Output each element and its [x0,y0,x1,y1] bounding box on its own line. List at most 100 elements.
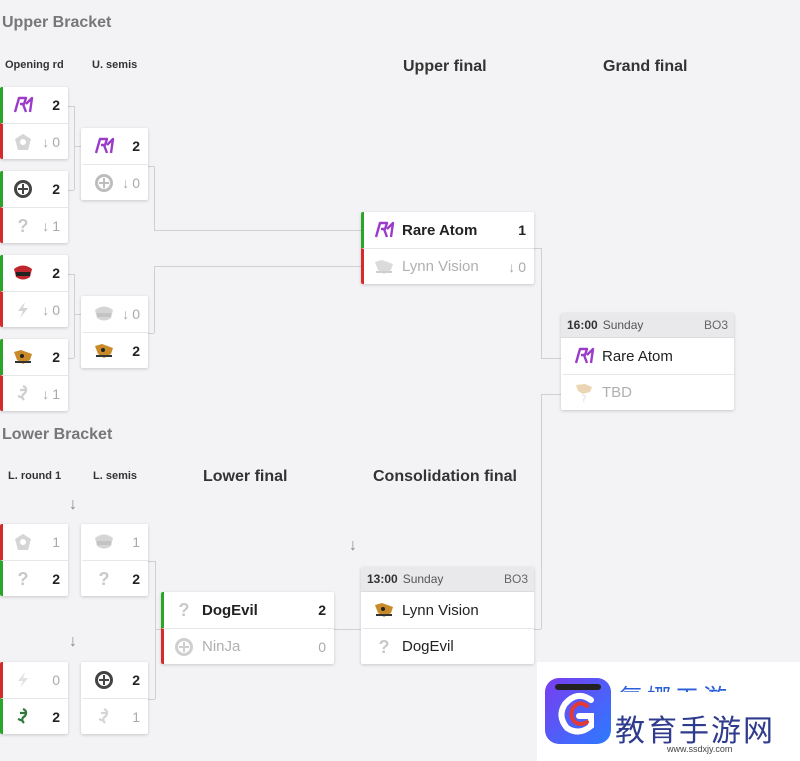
tyloo-logo-icon [92,531,116,553]
ninja-logo-icon [11,178,35,200]
team-score: ↓0 [42,133,60,150]
team-row[interactable]: ? DogEvil [361,628,534,664]
team-name: Lynn Vision [402,258,479,275]
team-score: 1 [52,534,60,550]
team-row[interactable]: ↓0 [81,164,148,200]
watermark-url: www.ssdxjy.com [667,744,733,754]
match-card-upper-semi-1[interactable]: 2 ↓0 [81,128,148,200]
match-time: 16:00 [567,318,598,332]
team-row[interactable]: 1 [81,524,148,560]
team-name: NinJa [202,638,241,655]
team-score: 2 [52,265,60,281]
tyloo-logo-icon [11,262,35,284]
ninja-logo-icon [92,669,116,691]
match-card-opening-4[interactable]: 2 ↓1 [0,339,68,411]
team-row[interactable]: Rare Atom 1 [361,212,534,248]
team-row[interactable]: Lynn Vision [361,592,534,628]
tbd-team-icon: ? [572,382,596,404]
match-card-lower-semi-2[interactable]: 2 1 [81,662,148,734]
eliminated-arrow-icon: ↓ [122,306,130,322]
ninja-logo-icon [172,636,196,658]
drop-down-arrow-icon: ↓ [349,537,357,554]
match-card-consolidation-final[interactable]: 13:00 Sunday BO3 Lynn Vision ? DogEvil [361,567,534,664]
team-score: 0 [318,638,326,655]
watermark-logo-icon [543,676,613,746]
rare-atom-logo-icon [11,94,35,116]
team-row[interactable]: 2 [0,171,68,207]
team-score: 0 [52,672,60,688]
team-row[interactable]: 2 [0,698,68,734]
team-score: 2 [52,708,60,725]
eliminated-arrow-icon: ↓ [42,385,50,402]
match-card-lower-semi-1[interactable]: 1 ? 2 [81,524,148,596]
svg-text:?: ? [581,394,586,403]
team-score: 1 [518,222,526,238]
rare-atom-logo-icon [572,345,596,367]
match-card-lower-round1-2[interactable]: 0 2 [0,662,68,734]
lower-bracket-title: Lower Bracket [2,426,113,443]
match-card-lower-final[interactable]: ? DogEvil 2 NinJa 0 [161,592,334,664]
team-logo-icon [11,531,35,553]
team-row[interactable]: ↓0 [81,296,148,332]
team-row[interactable]: Lynn Vision ↓0 [361,248,534,284]
col-lower-round-1: L. round 1 [8,470,62,482]
match-card-lower-round1-1[interactable]: 1 ? 2 [0,524,68,596]
team-name: Rare Atom [402,221,478,239]
team-row[interactable]: NinJa 0 [161,628,334,664]
eliminated-arrow-icon: ↓ [42,217,50,234]
team-row[interactable]: Rare Atom [561,338,734,374]
lynn-vision-logo-icon [92,340,116,362]
lightning-team-logo-icon [11,299,35,321]
lizard-team-logo-icon [92,706,116,728]
match-card-opening-2[interactable]: 2 ? ↓1 [0,171,68,243]
col-lower-final: Lower final [203,468,288,485]
team-row[interactable]: ? 2 [0,560,68,596]
team-row[interactable]: 2 [0,339,68,375]
match-card-grand-final[interactable]: 16:00 Sunday BO3 Rare Atom ? TBD [561,313,734,410]
team-row[interactable]: 2 [0,255,68,291]
match-card-opening-3[interactable]: 2 ↓0 [0,255,68,327]
match-card-upper-semi-2[interactable]: ↓0 2 [81,296,148,368]
unknown-team-icon: ? [178,600,190,620]
team-row[interactable]: ? 2 [81,560,148,596]
team-row[interactable]: ? ↓1 [0,207,68,243]
team-row[interactable]: 0 [0,662,68,698]
team-row[interactable]: ? TBD [561,374,734,410]
team-row[interactable]: 1 [81,698,148,734]
team-score: 2 [318,602,326,618]
team-row[interactable]: 1 [0,524,68,560]
team-row[interactable]: 2 [0,87,68,123]
team-score: 2 [132,672,140,688]
match-card-opening-1[interactable]: 2 ↓0 [0,87,68,159]
lynn-vision-logo-icon [372,256,396,278]
team-row[interactable]: 2 [81,662,148,698]
team-name: DogEvil [402,638,454,655]
team-row[interactable]: 2 [81,128,148,164]
team-score: ↓0 [122,306,140,322]
team-row[interactable]: ? DogEvil 2 [161,592,334,628]
match-day: Sunday [402,572,444,586]
team-row[interactable]: ↓0 [0,291,68,327]
team-score: ↓0 [508,258,526,275]
match-header: 16:00 Sunday BO3 [561,313,734,338]
team-row[interactable]: ↓1 [0,375,68,411]
team-name: Rare Atom [602,347,673,365]
unknown-team-icon: ? [98,568,110,589]
eliminated-arrow-icon: ↓ [508,258,516,275]
match-format: BO3 [703,318,728,332]
team-score: ↓0 [42,301,60,318]
team-score: ↓1 [42,217,60,234]
col-grand-final: Grand final [603,58,688,75]
match-card-upper-final[interactable]: Rare Atom 1 Lynn Vision ↓0 [361,212,534,284]
lightning-team-logo-icon [11,669,35,691]
tyloo-logo-icon [92,303,116,325]
team-score: 2 [132,342,140,359]
lynn-vision-logo-icon [372,599,396,621]
rare-atom-logo-icon [372,219,396,241]
team-row[interactable]: 2 [81,332,148,368]
ninja-logo-icon [92,172,116,194]
team-row[interactable]: ↓0 [0,123,68,159]
team-score: 2 [52,181,60,197]
team-name: TBD [602,384,632,401]
team-name: Lynn Vision [402,601,479,619]
